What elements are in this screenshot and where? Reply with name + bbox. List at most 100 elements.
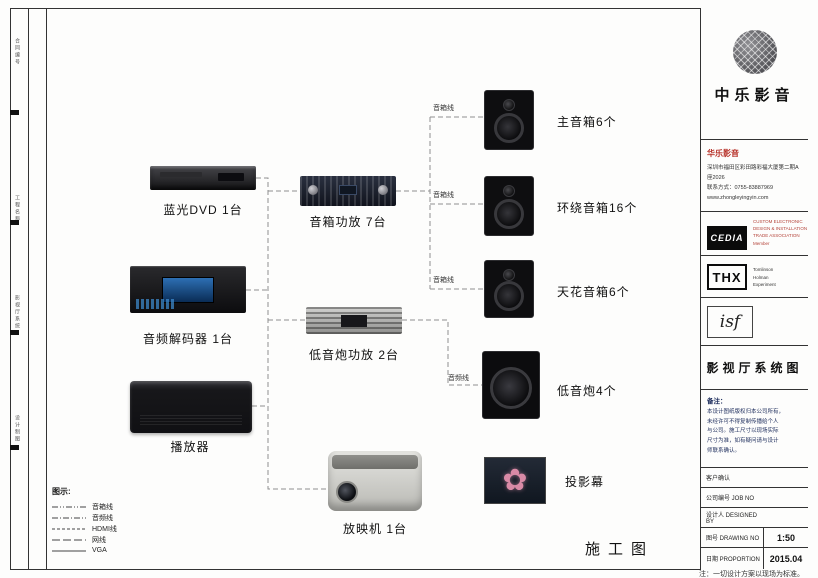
isf-section: isf <box>701 298 808 346</box>
tweeter <box>503 269 515 281</box>
company-address: 深圳市福田区彩田路彩福大厦第二期A座2026 <box>707 165 799 181</box>
drawing-title-section: 影视厅系统图 <box>701 346 808 390</box>
player-vents <box>140 415 242 425</box>
legend-row: 网线 <box>52 534 117 545</box>
cedia-line: Member <box>753 240 770 246</box>
decoder-label: 音频解码器 1台 <box>142 332 233 346</box>
company-logo-text: 中乐影音 <box>714 86 795 104</box>
thx-line: Tomlinson <box>753 267 774 272</box>
company-name: 华乐影音 <box>707 149 739 158</box>
remarks-line: 师联系确认。 <box>707 447 741 454</box>
projector-image <box>328 451 422 511</box>
wire-label-speaker-1: 音箱线 <box>433 105 454 112</box>
subamp-display <box>341 314 367 327</box>
logo-section: 中乐影音 <box>701 8 808 140</box>
legend-line-speaker <box>52 506 86 507</box>
woofer <box>494 281 524 311</box>
projection-screen-label: 投影幕 <box>565 475 605 489</box>
legend-row: VGA <box>52 545 117 556</box>
woofer <box>494 113 524 143</box>
company-phone: 联系方式：0755-83887969 <box>707 184 774 191</box>
cedia-line: DESIGN & INSTALLATION <box>753 226 808 232</box>
disc-tray <box>160 172 202 177</box>
media-player-image <box>130 381 252 433</box>
tweeter <box>503 99 515 111</box>
info-table: 客户确认 公司编号 JOB NO 设计人 DESIGNED BY 图号 DRAW… <box>701 468 808 570</box>
company-logo-icon <box>732 30 777 74</box>
cedia-logo: CEDIA <box>707 226 747 250</box>
side-label-3: 影视厅系统 <box>14 295 20 330</box>
legend-line-audio <box>52 517 86 518</box>
ceiling-speaker-label: 天花音箱6个 <box>557 285 630 299</box>
legend-row: 音箱线 <box>52 501 117 512</box>
projector-top <box>332 455 418 469</box>
wire-label-speaker-2: 音箱线 <box>433 192 454 199</box>
remarks-line: 尺寸为准，如有疑问请与设计 <box>707 437 779 444</box>
thx-line: Holman <box>753 274 769 280</box>
amp-knob <box>308 185 318 195</box>
subwoofer-amplifier-image <box>306 307 402 334</box>
table-row-jobno: 公司编号 JOB NO <box>701 488 808 508</box>
subwoofer-label: 低音炮4个 <box>557 384 617 398</box>
woofer <box>494 199 524 229</box>
legend-line-vga <box>52 550 86 551</box>
legend-title: 图示: <box>52 487 71 496</box>
remarks-section: 备注： 本设计图纸版权归本公司所有， 未经许可不得复制传播给个人 与公司。施工尺… <box>701 390 808 468</box>
legend-row: 音频线 <box>52 512 117 523</box>
side-label-2: 工程名称 <box>14 195 20 223</box>
decoder-screen <box>162 276 214 303</box>
table-row-scale: 图号 DRAWING NO 1:50 <box>701 528 808 548</box>
company-info-section: 华乐影音 深圳市福田区彩田路彩福大厦第二期A座2026 联系方式：0755-83… <box>701 140 808 212</box>
row-label: 设计人 DESIGNED BY <box>706 513 758 525</box>
row-label: 日期 PROPORTION <box>706 557 760 563</box>
amp-display <box>339 185 357 195</box>
legend-label: 音箱线 <box>92 503 113 511</box>
legend-label: VGA <box>92 547 107 554</box>
bluray-player-image <box>150 166 256 190</box>
remarks-line: 与公司。施工尺寸以现场实际 <box>707 428 779 435</box>
cedia-description: CUSTOM ELECTRONIC DESIGN & INSTALLATION … <box>753 218 807 247</box>
thx-logo: THX <box>707 264 747 290</box>
woofer <box>490 366 532 409</box>
projection-screen-image <box>484 457 546 504</box>
drawing-title: 影视厅系统图 <box>706 361 803 375</box>
row-value <box>763 488 808 507</box>
main-speaker-image <box>484 90 534 150</box>
frame-strip-line-2 <box>46 8 47 570</box>
thx-description: Tomlinson Holman Experiment <box>753 266 776 289</box>
row-label: 图号 DRAWING NO <box>706 536 760 542</box>
row-value <box>763 468 808 487</box>
row-value: 1:50 <box>763 528 808 547</box>
cedia-line: TRADE ASSOCIATION <box>753 233 800 239</box>
row-label: 客户确认 <box>706 476 731 482</box>
legend-line-network <box>52 539 86 540</box>
side-label-1: 合同编号 <box>14 38 20 66</box>
surround-speaker-label: 环绕音箱16个 <box>557 201 638 215</box>
legend-row: HDMI线 <box>52 523 117 534</box>
subwoofer-image <box>482 351 540 419</box>
drawing-caption: 施工图 <box>585 541 655 558</box>
legend-label: HDMI线 <box>92 525 117 533</box>
table-row-designer: 设计人 DESIGNED BY <box>701 508 808 528</box>
amp-knob <box>378 185 388 195</box>
audio-decoder-image <box>130 266 246 313</box>
decoder-spectrum <box>136 299 176 309</box>
player-label: 播放器 <box>170 440 210 454</box>
remarks-title: 备注： <box>707 398 727 405</box>
ceiling-speaker-image <box>484 260 534 318</box>
footnote: 注：一切设计方案以现场为标准。 <box>699 571 804 578</box>
wire-label-audio: 音频线 <box>448 375 469 382</box>
table-row-client: 客户确认 <box>701 468 808 488</box>
bluray-label: 蓝光DVD 1台 <box>163 203 243 217</box>
title-block: 中乐影音 华乐影音 深圳市福田区彩田路彩福大厦第二期A座2026 联系方式：07… <box>700 8 808 570</box>
table-row-date: 日期 PROPORTION 2015.04 <box>701 548 808 569</box>
main-speaker-label: 主音箱6个 <box>557 115 617 129</box>
projector-lens-icon <box>336 481 358 503</box>
legend-label: 网线 <box>92 536 106 544</box>
front-display <box>218 173 244 181</box>
cedia-line: CUSTOM ELECTRONIC <box>753 219 803 224</box>
subamp-label: 低音炮功放 2台 <box>308 348 399 362</box>
frame-tick <box>10 445 19 450</box>
legend-line-hdmi <box>52 528 86 529</box>
